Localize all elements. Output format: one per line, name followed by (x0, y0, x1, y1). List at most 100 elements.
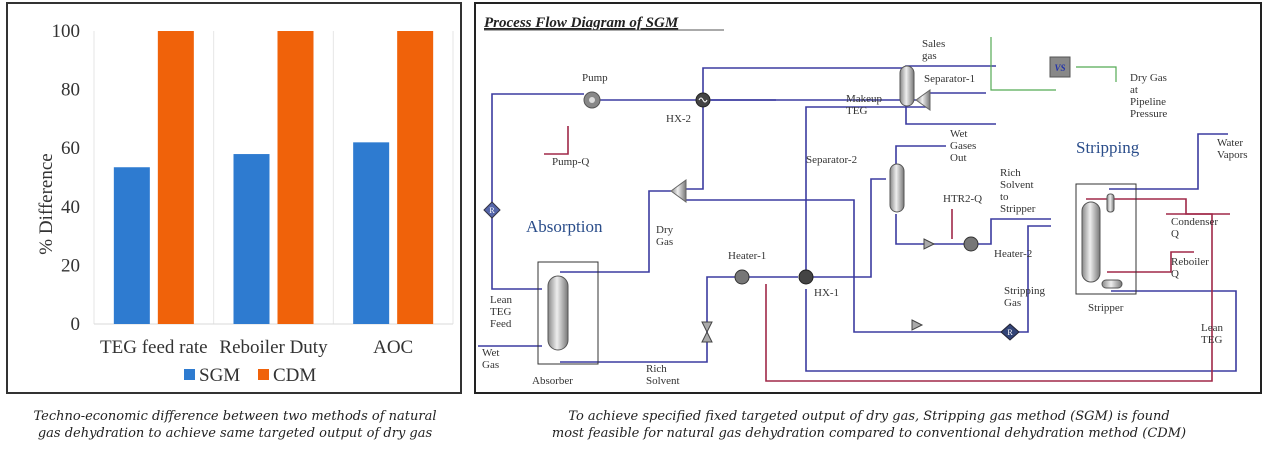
svg-text:Stripper: Stripper (1088, 302, 1124, 314)
recycle-icon: R (483, 201, 501, 219)
svg-text:Rich: Rich (1000, 167, 1021, 179)
heater-2-icon (963, 236, 979, 252)
energy-streams (544, 126, 1230, 382)
svg-text:Separator-2: Separator-2 (806, 154, 857, 166)
svg-text:Pump: Pump (582, 72, 608, 84)
diagram-labels: Pump Pump-Q HX-2 Makeup TEG Separator-1 … (482, 38, 1248, 387)
svg-text:Gas: Gas (656, 236, 673, 248)
sales-gas-line (990, 37, 1117, 91)
svg-text:Absorber: Absorber (532, 375, 573, 387)
absorption-label: Absorption (526, 217, 603, 236)
svg-text:Vapors: Vapors (1217, 149, 1248, 161)
hx2-icon (695, 92, 711, 108)
svg-text:Heater-2: Heater-2 (994, 248, 1032, 260)
svg-text:Pipeline: Pipeline (1130, 96, 1166, 108)
bar-chart: 0 20 40 60 80 100 TEG feed rate Reboiler Duty A… (36, 21, 454, 386)
svg-text:Condenser: Condenser (1171, 216, 1218, 228)
x-tick-label: TEG feed rate (100, 337, 208, 358)
svg-text:Out: Out (950, 152, 967, 164)
svg-text:to: to (1000, 191, 1009, 203)
heater-1-icon (734, 269, 750, 285)
caption-line: gas dehydration to achieve same targeted… (37, 426, 433, 441)
svg-text:Stripper: Stripper (1000, 203, 1036, 215)
svg-text:TEG: TEG (490, 306, 511, 318)
svg-text:Feed: Feed (490, 318, 512, 330)
recycle-icon-2: R (1000, 323, 1020, 341)
chart-caption: Techno-economic difference between two m… (0, 408, 470, 442)
svg-text:Dry Gas: Dry Gas (1130, 72, 1167, 84)
separator-2-icon (889, 163, 905, 213)
valve-3-icon (923, 238, 936, 250)
svg-text:Gas: Gas (482, 359, 499, 371)
svg-text:Wet: Wet (950, 128, 967, 140)
legend-swatch-cdm (258, 369, 269, 380)
y-tick-label: 60 (61, 138, 80, 159)
pump-icon (583, 91, 601, 109)
diagram-title: Process Flow Diagram of SGM (484, 15, 679, 31)
svg-text:Sales: Sales (922, 38, 945, 50)
svg-text:Lean: Lean (490, 294, 512, 306)
legend-label-cdm: CDM (273, 365, 316, 386)
svg-text:Solvent: Solvent (646, 375, 680, 387)
absorber-icon (537, 261, 599, 365)
svg-text:HX-1: HX-1 (814, 287, 839, 299)
x-tick-label: Reboiler Duty (219, 337, 328, 358)
y-tick-label: 20 (61, 255, 80, 276)
x-tick-label: AOC (373, 337, 413, 358)
process-flow-diagram-panel: Process Flow Diagram of SGM (474, 2, 1262, 394)
process-streams (478, 67, 1237, 372)
svg-text:R: R (1007, 328, 1013, 337)
svg-text:Pressure: Pressure (1130, 108, 1167, 120)
stripping-label: Stripping (1076, 138, 1140, 157)
diagram-caption: To achieve specified fixed targeted outp… (470, 408, 1268, 442)
caption-line: Techno-economic difference between two m… (33, 409, 437, 424)
bar-cdm-1 (157, 31, 194, 324)
caption-line: most feasible for natural gas dehydratio… (551, 426, 1187, 441)
svg-text:Lean: Lean (1201, 322, 1223, 334)
svg-text:TEG: TEG (846, 105, 867, 117)
svg-text:Dry: Dry (656, 224, 674, 236)
bar-cdm-2 (277, 31, 314, 324)
svg-text:Water: Water (1217, 137, 1243, 149)
y-tick-label: 100 (52, 21, 81, 42)
hx1-icon (798, 269, 814, 285)
svg-text:Solvent: Solvent (1000, 179, 1034, 191)
svg-text:Makeup: Makeup (846, 93, 883, 105)
svg-text:Gas: Gas (1004, 297, 1021, 309)
svg-text:Gases: Gases (950, 140, 976, 152)
svg-text:Stripping: Stripping (1004, 285, 1045, 297)
vs-label: VS (1054, 63, 1065, 73)
valve-setter-icon (1049, 56, 1071, 78)
svg-text:Wet: Wet (482, 347, 499, 359)
bar-sgm-3 (353, 142, 390, 324)
valve-1-icon (701, 321, 713, 343)
svg-text:TEG: TEG (1201, 334, 1222, 346)
svg-text:Pump-Q: Pump-Q (552, 156, 589, 168)
svg-text:HTR2-Q: HTR2-Q (943, 193, 982, 205)
svg-text:Rich: Rich (646, 363, 667, 375)
chart-panel: 0 20 40 60 80 100 TEG feed rate Reboiler Duty A… (6, 2, 462, 394)
bar-sgm-1 (113, 167, 150, 324)
caption-line: To achieve specified fixed targeted outp… (568, 409, 1170, 424)
svg-text:gas: gas (922, 50, 937, 62)
svg-text:Reboiler: Reboiler (1171, 256, 1209, 268)
y-axis-label: % Difference (36, 153, 57, 254)
svg-text:Heater-1: Heater-1 (728, 250, 766, 262)
svg-text:R: R (489, 206, 495, 215)
svg-text:Separator-1: Separator-1 (924, 73, 975, 85)
y-tick-label: 40 (61, 197, 80, 218)
svg-text:Q: Q (1171, 268, 1179, 280)
y-tick-label: 0 (71, 314, 81, 335)
separator-1-icon (899, 65, 915, 107)
process-flow-diagram: Process Flow Diagram of SGM (478, 15, 1248, 387)
y-tick-label: 80 (61, 80, 80, 101)
legend-label-sgm: SGM (199, 365, 240, 386)
svg-text:HX-2: HX-2 (666, 113, 691, 125)
chart-legend: SGM CDM (184, 365, 316, 386)
bar-sgm-2 (233, 154, 270, 324)
svg-text:Q: Q (1171, 228, 1179, 240)
valve-2-icon (911, 319, 924, 331)
mixer-icon (915, 89, 931, 111)
legend-swatch-sgm (184, 369, 195, 380)
stripper-icon (1075, 183, 1137, 295)
